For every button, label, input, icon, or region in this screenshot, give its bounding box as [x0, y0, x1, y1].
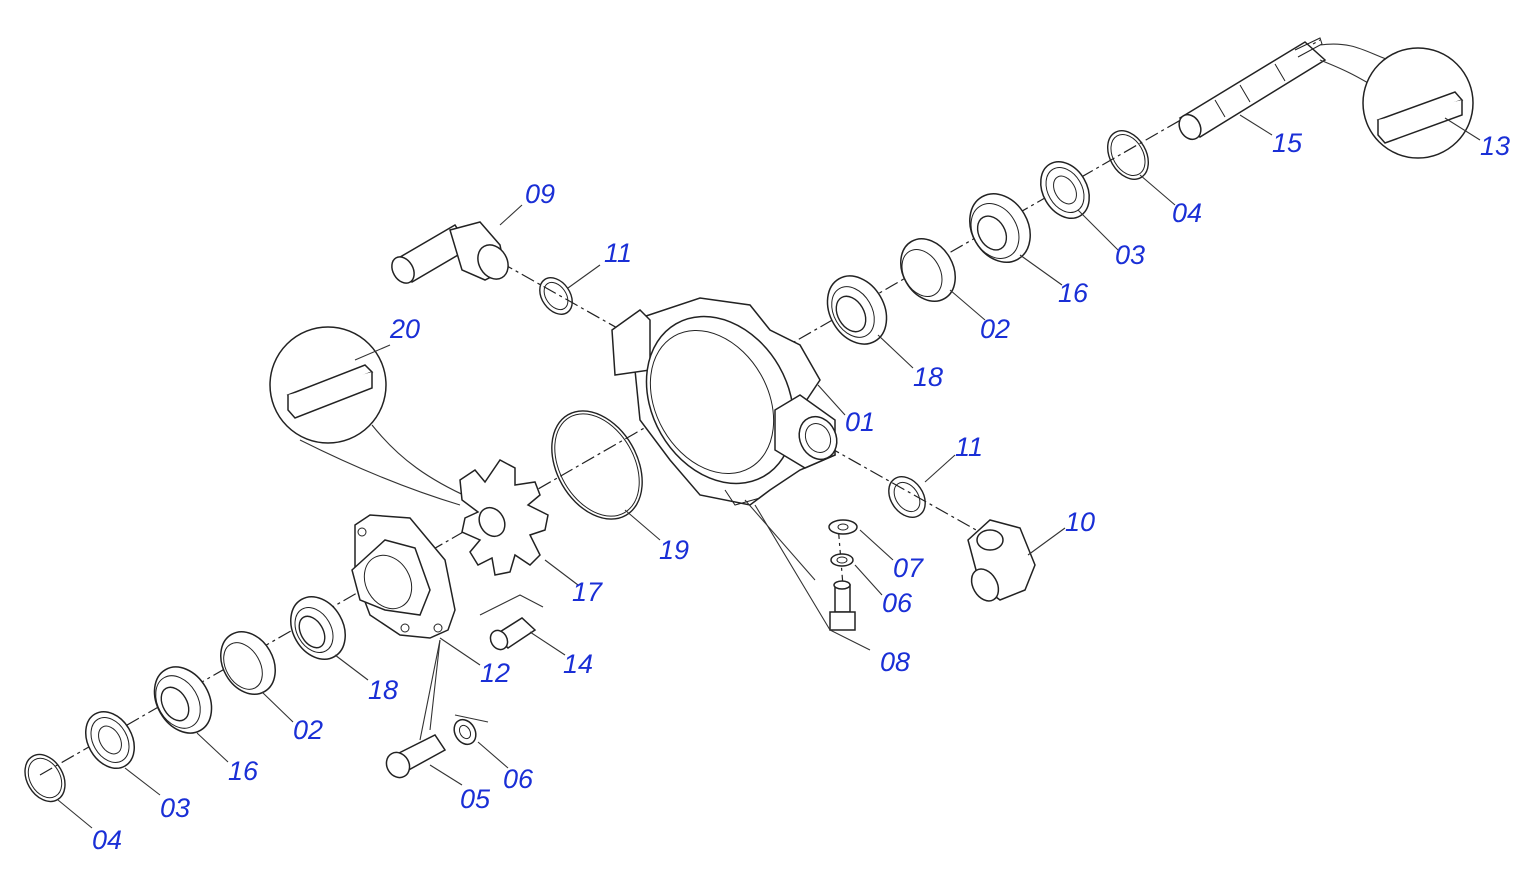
part-seal-right — [900, 238, 956, 302]
part-drain-washer-07 — [828, 519, 858, 535]
part-bearing-left — [153, 666, 213, 734]
part-shaft — [1178, 37, 1327, 141]
label-13: 13 — [1480, 131, 1510, 161]
part-pump-housing — [611, 297, 838, 506]
part-key-inset-13 — [1319, 43, 1474, 159]
label-11-bottom: 11 — [955, 432, 983, 462]
part-seal18-right — [826, 275, 888, 345]
part-oring-bottom — [888, 476, 926, 518]
label-14: 14 — [563, 649, 593, 679]
label-05: 05 — [460, 784, 491, 814]
label-12: 12 — [480, 658, 510, 688]
label-03-right: 03 — [1115, 240, 1145, 270]
label-08: 08 — [880, 647, 910, 677]
label-19: 19 — [659, 535, 689, 565]
label-10: 10 — [1065, 507, 1095, 537]
label-20: 20 — [389, 314, 420, 344]
label-06-drain: 06 — [882, 588, 913, 618]
label-06-bottom: 06 — [503, 764, 534, 794]
part-oring-top — [539, 277, 573, 315]
label-01: 01 — [845, 407, 875, 437]
part-labels: 09 11 20 15 13 04 03 16 02 18 01 11 10 1… — [92, 128, 1510, 855]
part-impeller — [459, 459, 549, 576]
part-key-inset-20 — [269, 326, 471, 506]
label-02-left: 02 — [293, 715, 323, 745]
label-15: 15 — [1272, 128, 1303, 158]
part-bearing-right — [969, 193, 1031, 263]
part-bolt-05 — [385, 734, 447, 779]
label-17: 17 — [572, 577, 603, 607]
label-09: 09 — [525, 179, 555, 209]
part-cover-right — [1040, 161, 1090, 219]
part-washer-06-bottom — [453, 718, 477, 746]
leader-lines — [57, 114, 1481, 829]
label-18-right: 18 — [913, 362, 943, 392]
part-cover-left — [85, 711, 135, 769]
part-circlip-right — [1107, 130, 1149, 180]
label-04-left: 04 — [92, 825, 122, 855]
part-elbow-10 — [967, 519, 1036, 602]
part-end-cover — [351, 514, 456, 639]
part-elbow-09 — [391, 221, 509, 284]
part-circlip-left — [24, 753, 66, 803]
label-02-right: 02 — [980, 314, 1010, 344]
part-gasket-ring — [551, 410, 643, 520]
part-drain-screw-08 — [829, 580, 856, 631]
label-07: 07 — [893, 553, 924, 583]
label-03-left: 03 — [160, 793, 190, 823]
part-seal-left — [220, 631, 276, 695]
label-11-top: 11 — [604, 238, 632, 268]
part-seal18-left — [290, 596, 346, 660]
part-dowel-pin — [489, 617, 537, 651]
label-18-left: 18 — [368, 675, 398, 705]
label-16-left: 16 — [228, 756, 259, 786]
label-16-right: 16 — [1058, 278, 1089, 308]
label-04-right: 04 — [1172, 198, 1202, 228]
part-drain-washer-06 — [830, 553, 854, 567]
